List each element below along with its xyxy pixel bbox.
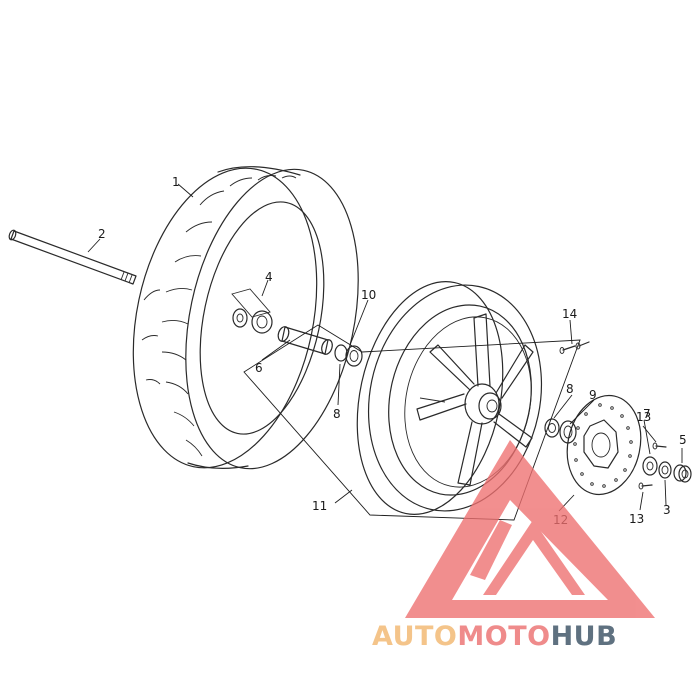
brake-disc [566, 394, 642, 496]
logo-inner-chevron [470, 520, 512, 580]
spacer-tube [277, 326, 333, 355]
watermark-logo [405, 440, 655, 618]
washer-7 [642, 456, 658, 476]
disc-holes [573, 403, 633, 488]
axle [8, 229, 137, 285]
callout-2: 2 [98, 227, 106, 241]
speedo-drive [231, 288, 273, 334]
bolt-13-top [652, 442, 667, 450]
bolt-14 [559, 341, 590, 354]
callout-3: 3 [663, 503, 671, 517]
logo-triangle-inner [483, 520, 585, 595]
callout-9: 9 [589, 388, 597, 402]
callout-8-right: 8 [566, 382, 574, 396]
callout-7: 7 [643, 407, 651, 421]
callout-6: 6 [255, 361, 263, 375]
callout-11: 11 [312, 499, 327, 513]
collar-5 [673, 464, 692, 483]
seal-3 [658, 461, 672, 479]
tyre [132, 166, 359, 470]
callout-13-bottom: 13 [629, 512, 644, 526]
callout-13-top: 13 [636, 410, 651, 424]
watermark-text: AUTOMOTOHUB [372, 621, 617, 652]
callout-5: 5 [679, 433, 687, 447]
callout-labels: 1 2 3 4 5 6 7 8 8 9 10 11 12 13 13 14 [98, 175, 687, 527]
left-bearing [334, 344, 363, 367]
callout-4: 4 [265, 270, 273, 284]
bolt-13-bottom [638, 482, 653, 490]
leader-lines [87, 183, 683, 521]
callout-14: 14 [562, 307, 577, 321]
logo-triangle-outer [405, 440, 655, 618]
right-bearing [544, 418, 577, 444]
callout-8-left: 8 [333, 407, 341, 421]
rim [356, 281, 543, 515]
callout-10: 10 [361, 288, 376, 302]
callout-1: 1 [172, 175, 180, 189]
tyre-tread [141, 175, 297, 457]
